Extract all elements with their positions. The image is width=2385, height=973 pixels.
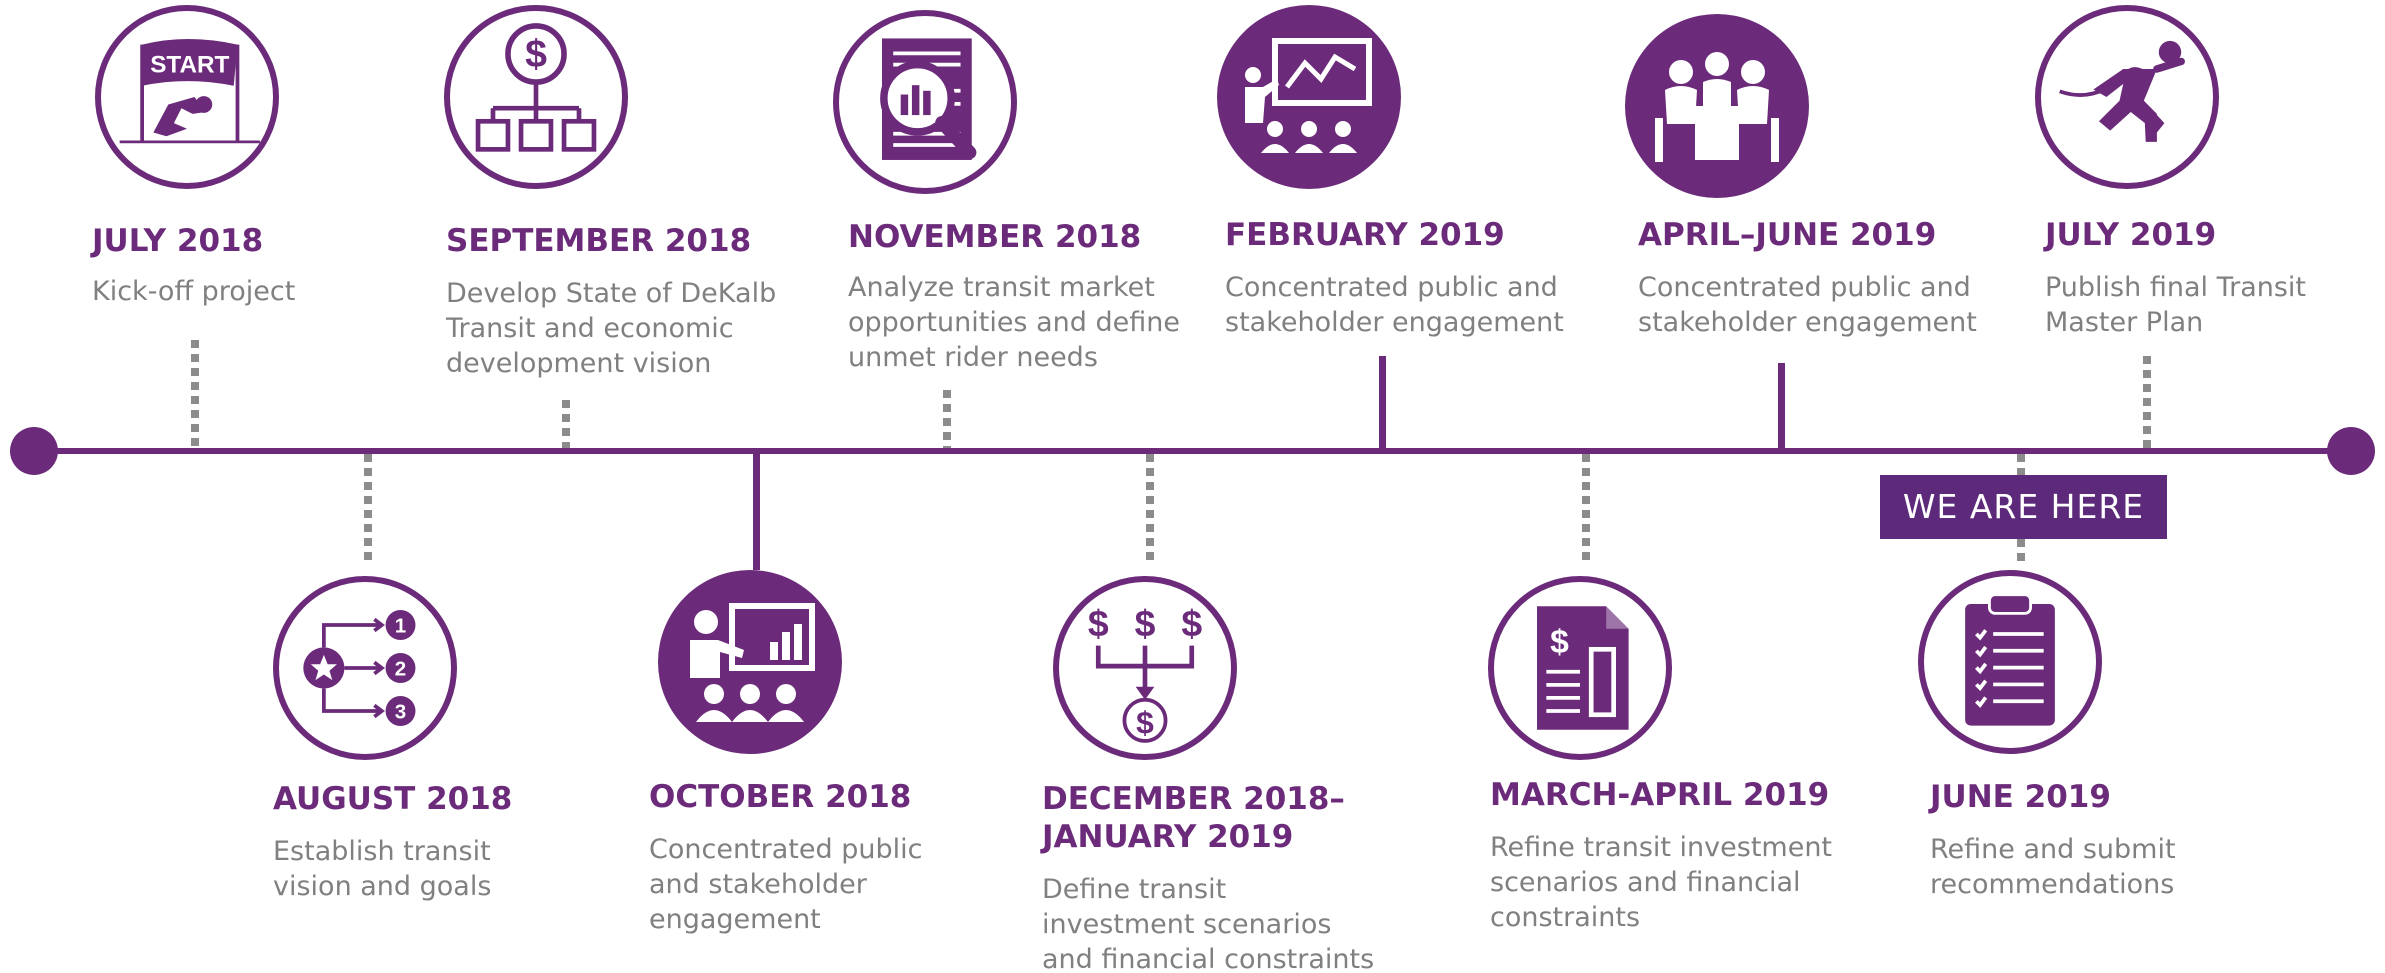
svg-text:1: 1 xyxy=(395,614,406,637)
finish-line-runner-icon xyxy=(2035,5,2219,189)
milestone-date: FEBRUARY 2019 xyxy=(1225,217,1505,253)
milestone-date: JULY 2019 xyxy=(2045,217,2217,253)
connector-february-2019 xyxy=(1379,356,1386,448)
description-line: Concentrated public xyxy=(649,834,923,865)
financial-document-icon: $ xyxy=(1488,576,1672,760)
svg-text:START: START xyxy=(150,52,229,79)
description-line: stakeholder engagement xyxy=(1225,307,1564,338)
description-line: Kick-off project xyxy=(92,276,296,307)
connector-july-2019 xyxy=(2143,356,2151,448)
connector-march-april-2019 xyxy=(1582,454,1590,562)
date-line: JANUARY 2019 xyxy=(1042,819,1294,855)
description-line: opportunities and define xyxy=(848,307,1180,338)
description-line: Define transit xyxy=(1042,874,1227,905)
svg-text:$: $ xyxy=(1181,602,1202,644)
description-line: Concentrated public and xyxy=(1225,272,1558,303)
start-line-runner-icon: START xyxy=(95,5,279,189)
description-line: Master Plan xyxy=(2045,307,2204,338)
description-line: Publish final Transit xyxy=(2045,272,2307,303)
clipboard-checklist-icon xyxy=(1918,570,2102,754)
connector-december-2018 xyxy=(1146,454,1154,566)
presentation-audience-icon xyxy=(1217,5,1401,189)
milestone-description: Concentrated public and stakeholder enga… xyxy=(1225,270,1564,340)
milestone-description: Publish final Transit Master Plan xyxy=(2045,270,2306,340)
description-line: unmet rider needs xyxy=(848,342,1098,373)
svg-text:$: $ xyxy=(1135,602,1156,644)
connector-june-2019-lower xyxy=(2017,539,2025,561)
connector-november-2018 xyxy=(943,390,951,448)
presenter-chart-audience-icon xyxy=(658,570,842,754)
description-line: and stakeholder xyxy=(649,869,867,900)
description-line: scenarios and financial xyxy=(1490,867,1801,898)
milestone-date: OCTOBER 2018 xyxy=(649,779,912,815)
milestone-date: NOVEMBER 2018 xyxy=(848,219,1142,255)
document-magnifier-chart-icon xyxy=(833,10,1017,194)
svg-text:2: 2 xyxy=(395,657,406,680)
we-are-here-badge: WE ARE HERE xyxy=(1880,475,2167,539)
description-line: engagement xyxy=(649,904,821,935)
svg-text:3: 3 xyxy=(395,700,406,723)
meeting-table-icon xyxy=(1625,14,1809,198)
milestone-date: AUGUST 2018 xyxy=(273,781,513,817)
description-line: development vision xyxy=(446,348,712,379)
description-line: Develop State of DeKalb xyxy=(446,278,777,309)
dollar-org-chart-icon: $ xyxy=(444,5,628,189)
timeline-axis xyxy=(33,448,2353,454)
description-line: vision and goals xyxy=(273,871,492,902)
description-line: and financial constraints xyxy=(1042,944,1375,973)
milestone-description: Concentrated public and stakeholder enga… xyxy=(649,832,922,937)
milestone-description: Develop State of DeKalb Transit and econ… xyxy=(446,276,776,381)
milestone-description: Kick-off project xyxy=(92,274,295,309)
milestone-description: Refine and submit recommendations xyxy=(1930,832,2176,902)
connector-april-june-2019 xyxy=(1778,363,1785,448)
timeline-end-dot xyxy=(2327,427,2375,475)
connector-july-2018 xyxy=(191,340,199,448)
connector-october-2018 xyxy=(753,454,760,570)
svg-text:$: $ xyxy=(1550,624,1569,661)
connector-august-2018 xyxy=(364,454,372,566)
milestone-description: Define transit investment scenarios and … xyxy=(1042,872,1374,973)
description-line: investment scenarios xyxy=(1042,909,1332,940)
date-line: DECEMBER 2018– xyxy=(1042,781,1345,817)
milestone-description: Establish transit vision and goals xyxy=(273,834,491,904)
description-line: Refine transit investment xyxy=(1490,832,1833,863)
description-line: recommendations xyxy=(1930,869,2175,900)
description-line: constraints xyxy=(1490,902,1641,933)
milestone-date: MARCH-APRIL 2019 xyxy=(1490,777,1830,813)
dollars-merge-icon: $ $ $ $ xyxy=(1053,576,1237,760)
svg-text:$: $ xyxy=(1136,704,1154,740)
milestone-description: Refine transit investment scenarios and … xyxy=(1490,830,1832,935)
description-line: Concentrated public and xyxy=(1638,272,1971,303)
description-line: Transit and economic xyxy=(446,313,734,344)
description-line: Establish transit xyxy=(273,836,491,867)
description-line: Analyze transit market xyxy=(848,272,1155,303)
description-line: stakeholder engagement xyxy=(1638,307,1977,338)
connector-september-2018 xyxy=(562,400,570,448)
milestone-date: APRIL–JUNE 2019 xyxy=(1638,217,1937,253)
milestone-description: Analyze transit market opportunities and… xyxy=(848,270,1180,375)
milestone-date: DECEMBER 2018– JANUARY 2019 xyxy=(1042,780,1345,856)
milestone-date: JUNE 2019 xyxy=(1930,779,2111,815)
milestone-date: SEPTEMBER 2018 xyxy=(446,223,752,259)
svg-text:$: $ xyxy=(525,32,547,76)
milestone-date: JULY 2018 xyxy=(92,223,264,259)
timeline-start-dot xyxy=(10,427,58,475)
svg-text:$: $ xyxy=(1088,602,1109,644)
description-line: Refine and submit xyxy=(1930,834,2176,865)
milestone-description: Concentrated public and stakeholder enga… xyxy=(1638,270,1977,340)
connector-june-2019-upper xyxy=(2017,454,2025,476)
star-numbered-goals-icon: 1 2 3 xyxy=(273,576,457,760)
